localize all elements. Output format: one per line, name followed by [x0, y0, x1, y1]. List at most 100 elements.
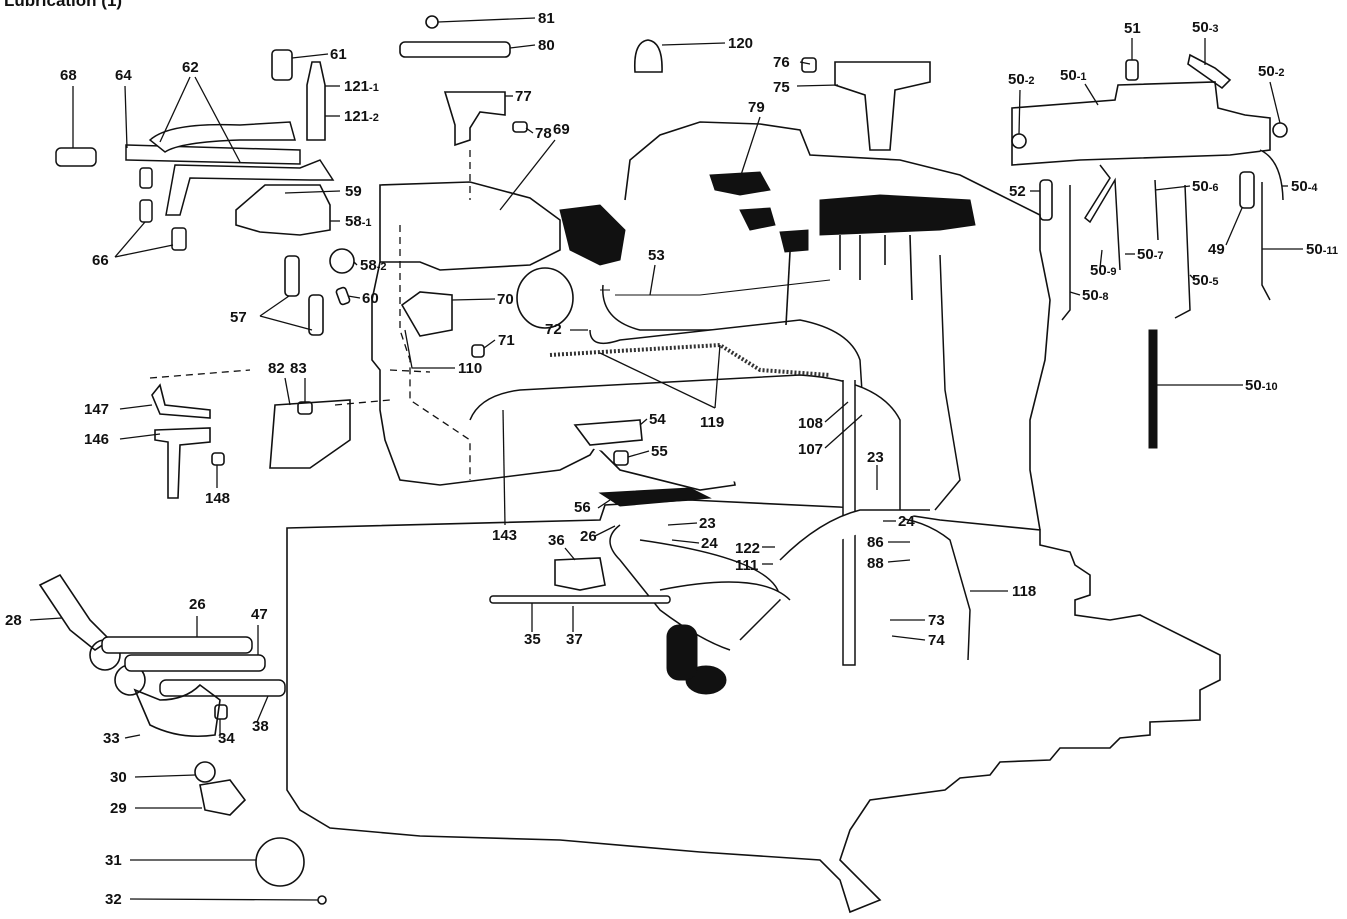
callout-sub-c50_3: -3 [1209, 23, 1219, 35]
tube-119 [549, 342, 831, 377]
leader-line-c33 [124, 734, 141, 739]
part-51 [1125, 59, 1139, 81]
callout-label-c29: 29 [110, 800, 127, 817]
callout-label-c81: 81 [538, 10, 555, 27]
callout-label-c64: 64 [115, 67, 132, 84]
arm-dashed-hidden [399, 225, 471, 480]
leader-line-c107 [824, 414, 863, 449]
leader-line-c30 [134, 774, 196, 778]
part-76 [801, 57, 817, 73]
leader-line-c50_2b [1269, 81, 1281, 124]
tube-to-frame [779, 509, 930, 561]
callout-label-c47: 47 [251, 606, 268, 623]
part-70 [400, 291, 453, 337]
callout-label-c68: 68 [60, 67, 77, 84]
leader-line-c62 [194, 76, 241, 163]
leader-line-c69 [499, 139, 556, 211]
callout-label-c28: 28 [5, 612, 22, 629]
oil-cap-stem [666, 624, 698, 681]
callout-label-c108: 108 [798, 415, 823, 432]
callout-label-c24a: 24 [898, 513, 915, 530]
leader-line-c57 [259, 315, 313, 331]
callout-sub-c50_4: -4 [1308, 182, 1319, 194]
leader-line-c110 [404, 329, 455, 369]
callout-label-c119: 119 [700, 414, 724, 431]
callout-label-c37: 37 [566, 631, 583, 648]
part-36 [554, 557, 606, 591]
tube-53-b [600, 279, 831, 296]
callout-label-c50_3: 50-3 [1192, 19, 1218, 36]
callout-label-c80: 80 [538, 37, 555, 54]
part-31 [255, 837, 305, 887]
leader-line-c54 [639, 418, 648, 426]
oil-filter-72 [516, 267, 574, 329]
tube-long-right [934, 254, 961, 511]
callout-label-c74: 74 [928, 632, 945, 649]
leader-line-c55 [627, 450, 650, 458]
leader-line-c66 [114, 221, 146, 258]
leader-line-c61 [291, 53, 329, 59]
part-82 [269, 399, 351, 469]
callout-label-c26b: 26 [189, 596, 206, 613]
leader-line-c32 [129, 898, 319, 901]
leader-line-c23b [667, 522, 698, 526]
leader-line-c64 [124, 85, 128, 149]
part-66c [171, 227, 187, 251]
leader-line-c79 [739, 116, 761, 179]
callout-label-c50_2b: 50-2 [1258, 63, 1284, 80]
callout-label-c60: 60 [362, 290, 379, 307]
callout-label-c118: 118 [1012, 583, 1036, 600]
part-34 [214, 704, 228, 720]
manifold-pipes [839, 234, 913, 301]
callout-label-c50_6: 50-6 [1192, 178, 1218, 195]
tube-50-8 [1061, 185, 1071, 321]
callout-sub-c50_6: -6 [1209, 182, 1219, 194]
callout-label-c50_1: 50-1 [1060, 67, 1086, 84]
tube-50-7 [1154, 179, 1159, 241]
callout-label-c78: 78 [535, 125, 552, 142]
leader-line-c58b [353, 261, 358, 266]
part-32 [317, 895, 327, 905]
callout-label-c122: 122 [735, 540, 760, 557]
leader-lines [29, 17, 1303, 901]
callout-label-c36: 36 [548, 532, 565, 549]
callout-sub-c50_5: -5 [1209, 276, 1219, 288]
leader-line-c50_1 [1084, 83, 1099, 106]
part-56 [598, 487, 712, 507]
callout-label-c83: 83 [290, 360, 307, 377]
part-66a [139, 167, 153, 189]
callout-label-c57: 57 [230, 309, 247, 326]
leader-line-c108 [824, 401, 849, 423]
callout-label-c143: 143 [492, 527, 517, 544]
leader-line-c82 [284, 377, 291, 406]
leader-line-c81 [437, 17, 536, 23]
part-28-chain [38, 573, 112, 651]
leader-line-c62 [159, 76, 191, 143]
leader-line-c59 [284, 190, 341, 194]
callout-label-c121a: 121-1 [344, 78, 379, 95]
part-60 [335, 286, 351, 306]
part-50-3 [1187, 53, 1232, 90]
arm-outline [371, 261, 601, 486]
callout-label-c72: 72 [545, 321, 562, 338]
part-57b [308, 294, 324, 336]
fitting-79c [779, 229, 809, 253]
callout-label-c146: 146 [84, 431, 109, 448]
callout-label-c50_4: 50-4 [1291, 178, 1318, 195]
part-66b [139, 199, 153, 223]
part-80 [399, 41, 511, 58]
callout-label-c50_7: 50-7 [1137, 246, 1163, 263]
tube-62 [148, 121, 296, 153]
part-50-2-right [1272, 122, 1288, 138]
callout-sub-c50_1: -1 [1077, 71, 1087, 83]
part-68 [55, 147, 97, 167]
callout-label-c58a: 58-1 [345, 213, 371, 230]
hidden-lines-2 [149, 150, 471, 406]
callout-label-c75: 75 [773, 79, 790, 96]
callout-label-c50_10: 50-10 [1245, 377, 1278, 394]
callout-label-c148: 148 [205, 490, 230, 507]
callout-label-c23b: 23 [699, 515, 716, 532]
